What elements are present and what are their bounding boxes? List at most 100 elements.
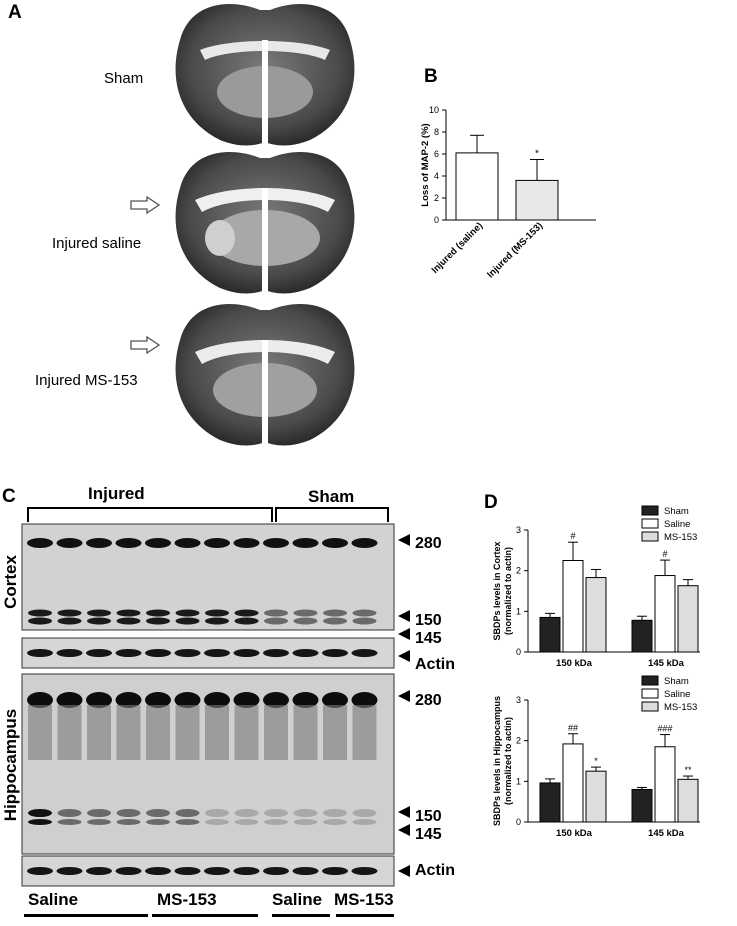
band-actin [27, 649, 53, 657]
band-actin [204, 867, 230, 875]
band-150 [57, 609, 82, 617]
smear [28, 705, 52, 760]
bar [654, 746, 676, 823]
bar [562, 743, 584, 823]
band-actin [86, 867, 112, 875]
band-150 [175, 809, 200, 817]
band-actin [351, 649, 378, 657]
band-280 [115, 692, 142, 708]
band-145 [146, 617, 170, 625]
bar [455, 152, 499, 221]
band-actin [145, 867, 171, 875]
legend-swatch [641, 531, 659, 542]
band-280 [204, 538, 230, 548]
legend-label: Sham [664, 676, 689, 687]
panel-c-letter: C [2, 486, 16, 507]
legend-label: MS-153 [664, 702, 697, 713]
band-145 [28, 819, 52, 825]
band-145 [323, 819, 347, 825]
band-150 [264, 609, 288, 617]
legend-swatch [641, 675, 659, 686]
marker-arrow-icon [398, 650, 410, 662]
injury-arrow-icon [130, 336, 160, 354]
smear [293, 705, 318, 760]
significance-label: # [662, 549, 667, 559]
significance-label: ### [657, 724, 672, 734]
lane-label-saline-injured: Saline [28, 890, 79, 909]
band-145 [57, 617, 82, 625]
band-150 [323, 809, 347, 817]
band-280 [351, 538, 378, 548]
label-injured-group: Injured [88, 484, 145, 503]
band-actin [292, 867, 319, 875]
band-actin [174, 649, 201, 657]
marker-actin-hippo: Actin [415, 862, 455, 879]
bar [631, 788, 653, 823]
significance-label: ## [568, 723, 578, 733]
smear [352, 705, 377, 760]
band-150 [352, 809, 377, 817]
marker-280-cortex: 280 [415, 535, 442, 552]
band-actin [204, 649, 230, 657]
y-tick-label: 10 [429, 105, 439, 115]
band-actin [174, 867, 201, 875]
y-axis-label: SBDPs levels in Hippocampus [492, 696, 502, 826]
band-280 [27, 538, 53, 548]
hippocampus-label-wrap: Hippocampus [0, 660, 22, 870]
band-150 [146, 609, 170, 617]
band-150 [205, 609, 229, 617]
y-axis-label: SBDPs levels in Cortex [492, 541, 502, 640]
marker-280-hippo: 280 [415, 692, 442, 709]
brain-section-injured-saline [175, 151, 355, 298]
band-150 [87, 609, 111, 617]
band-280 [86, 692, 112, 708]
x-tick-label: 150 kDa [556, 658, 593, 669]
smear [116, 705, 141, 760]
band-actin [115, 867, 142, 875]
band-150 [146, 809, 170, 817]
legend-swatch [641, 518, 659, 529]
band-280 [233, 692, 260, 708]
bar [539, 616, 561, 653]
legend-label: Saline [664, 689, 690, 700]
legend-label: MS-153 [664, 532, 697, 543]
band-280 [233, 538, 260, 548]
smear [175, 705, 200, 760]
band-280 [174, 692, 201, 708]
y-tick-label: 0 [516, 647, 521, 657]
marker-145-hippo: 145 [415, 826, 442, 843]
band-150 [28, 609, 52, 617]
marker-150-cortex: 150 [415, 612, 442, 629]
band-280 [145, 692, 171, 708]
band-280 [86, 538, 112, 548]
band-145 [352, 819, 377, 825]
band-actin [322, 649, 348, 657]
smear [264, 705, 288, 760]
band-280 [322, 538, 348, 548]
band-280 [322, 692, 348, 708]
panel-a-letter: A [8, 2, 22, 23]
band-145 [205, 617, 229, 625]
brain-section-sham [175, 3, 355, 150]
panel-d-letter: D [484, 492, 498, 513]
marker-arrow-icon [398, 534, 410, 546]
smear [323, 705, 347, 760]
y-tick-label: 8 [434, 127, 439, 137]
band-145 [352, 617, 377, 625]
x-tick-label: 145 kDa [648, 828, 685, 839]
band-actin [351, 867, 378, 875]
band-145 [293, 617, 318, 625]
band-actin [145, 649, 171, 657]
y-tick-label: 1 [516, 606, 521, 616]
band-actin [115, 649, 142, 657]
band-145 [234, 819, 259, 825]
band-150 [264, 809, 288, 817]
band-actin [322, 867, 348, 875]
band-280 [174, 538, 201, 548]
band-150 [116, 809, 141, 817]
bar [654, 575, 676, 653]
bar [585, 577, 607, 653]
x-tick-label: 145 kDa [648, 658, 685, 669]
lane-label-saline-sham: Saline [272, 890, 323, 909]
y-tick-label: 0 [516, 817, 521, 827]
